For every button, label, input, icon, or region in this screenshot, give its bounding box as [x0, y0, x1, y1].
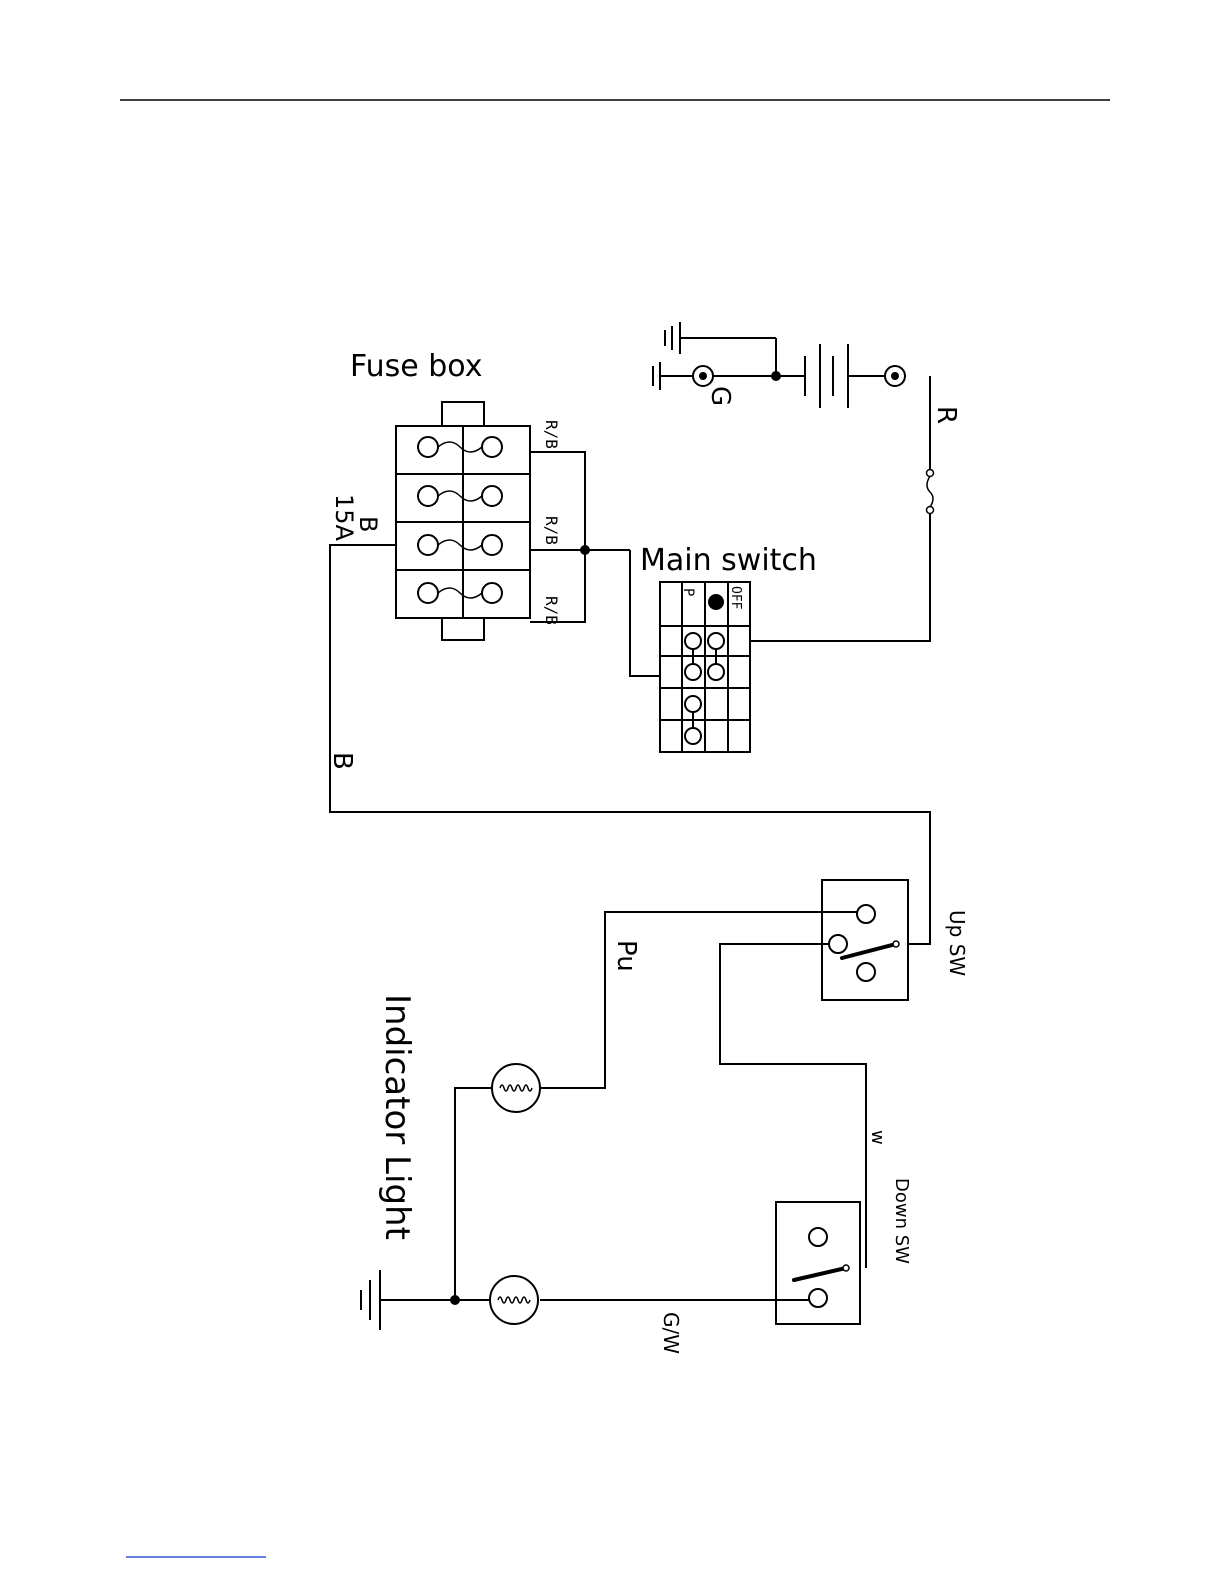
ground-icon	[653, 362, 660, 390]
indicator-bulb-up	[492, 1064, 540, 1112]
wire-label-b-side: B	[327, 752, 357, 770]
inline-fuse	[927, 470, 934, 514]
indicator-bulb-down	[490, 1276, 538, 1324]
off-position-dot	[708, 594, 724, 610]
fuse-box-label: Fuse box	[350, 349, 482, 384]
junction-dot	[580, 545, 590, 555]
up-switch	[822, 880, 908, 1000]
main-switch-label: Main switch	[640, 543, 817, 578]
wire-label-gw: G/W	[659, 1312, 683, 1354]
wire-label-b-top: B	[354, 516, 382, 532]
ground-junction-dot	[450, 1295, 460, 1305]
switch-off-label: OFF	[728, 586, 743, 610]
indicator-light-label: Indicator Light	[377, 994, 417, 1240]
wire-label-r: R	[931, 406, 961, 424]
wire-label-pu: Pu	[611, 940, 641, 972]
wire-label-rb-3: R/B	[542, 596, 561, 625]
wire-label-rb-1: R/B	[542, 420, 561, 449]
down-switch	[776, 1202, 860, 1324]
down-sw-label: Down SW	[891, 1178, 912, 1264]
ground-icon	[361, 1270, 380, 1330]
switch-p-label: P	[680, 588, 696, 596]
wire-pu	[540, 912, 857, 1088]
fuse-box	[396, 402, 530, 640]
ground-icon	[665, 322, 680, 354]
up-sw-label: Up SW	[945, 910, 969, 976]
wire-label-w: w	[867, 1130, 888, 1145]
wire-label-g: G	[705, 386, 735, 406]
battery	[660, 338, 905, 408]
fuse-rating-label: 15A	[330, 494, 358, 542]
wire-label-rb-2: R/B	[542, 516, 561, 545]
